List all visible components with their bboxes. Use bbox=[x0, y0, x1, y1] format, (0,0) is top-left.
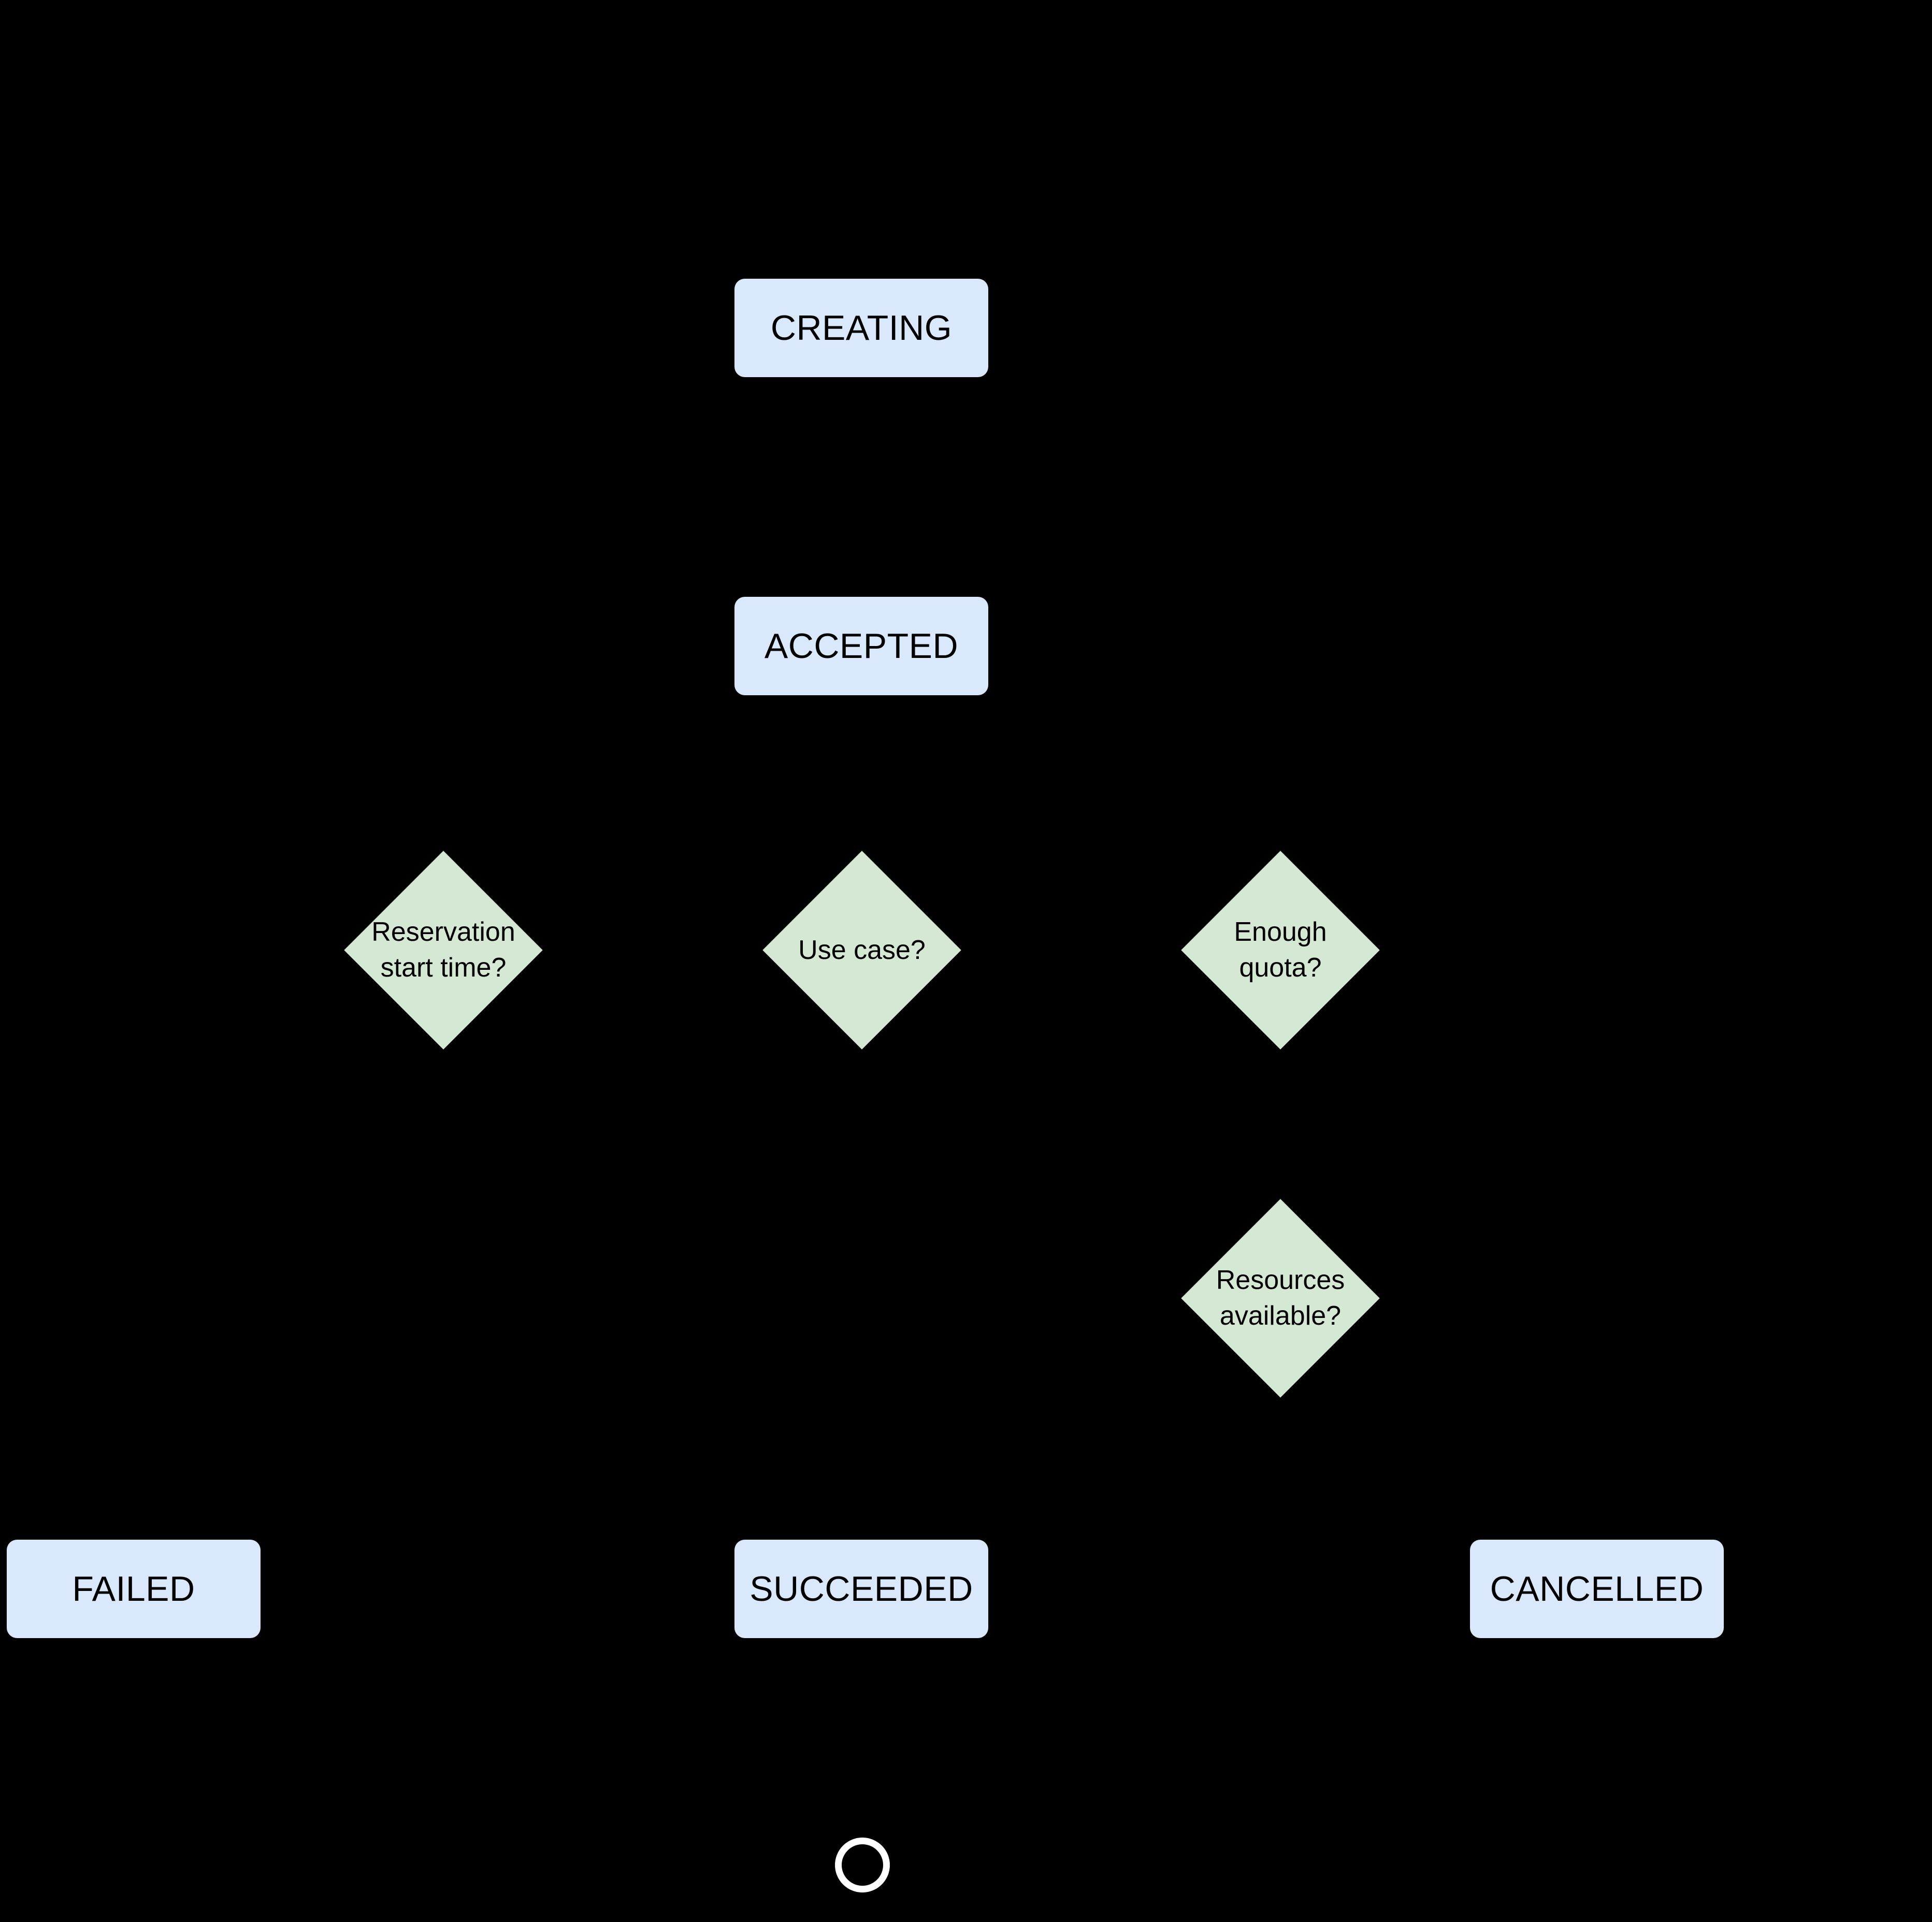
state-node-cancelled[interactable]: CANCELLED bbox=[1470, 1540, 1724, 1638]
state-label-creating: CREATING bbox=[770, 308, 953, 348]
state-node-succeeded[interactable]: SUCCEEDED bbox=[734, 1540, 988, 1638]
edge-resources-available-to-cancelled bbox=[1278, 1400, 1617, 1547]
edge-accepted-to-enough-quota bbox=[859, 695, 1301, 856]
decision-label-use-case: Use case? bbox=[798, 935, 926, 965]
decision-node-use-case[interactable]: Use case? bbox=[760, 849, 963, 1052]
state-node-accepted[interactable]: ACCEPTED bbox=[734, 597, 988, 695]
decision-node-reservation-start-time[interactable]: Reservation start time? bbox=[342, 849, 545, 1052]
terminal-node-end[interactable] bbox=[835, 1838, 890, 1892]
state-node-creating[interactable]: CREATING bbox=[734, 279, 988, 377]
edge-reservation-start-time-to-failed bbox=[113, 1052, 445, 1547]
decision-node-resources-available[interactable]: Resources available? bbox=[1179, 1197, 1382, 1400]
state-node-failed[interactable]: FAILED bbox=[7, 1540, 261, 1638]
decision-label-enough-quota: Enough quota? bbox=[1234, 917, 1327, 983]
diamond-shape bbox=[342, 849, 545, 1052]
decision-label-reservation-start-time: Reservation start time? bbox=[371, 917, 515, 983]
state-label-failed: FAILED bbox=[72, 1569, 195, 1609]
state-label-succeeded: SUCCEEDED bbox=[749, 1569, 973, 1609]
edge-accepted-to-reservation-start-time bbox=[423, 695, 863, 856]
diamond-shape bbox=[1179, 1197, 1382, 1400]
decision-label-resources-available: Resources available? bbox=[1216, 1265, 1345, 1331]
diamond-shape bbox=[760, 849, 963, 1052]
decision-node-enough-quota[interactable]: Enough quota? bbox=[1179, 849, 1382, 1052]
state-label-accepted: ACCEPTED bbox=[764, 626, 959, 666]
diamond-shape bbox=[1179, 849, 1382, 1052]
state-label-cancelled: CANCELLED bbox=[1490, 1569, 1704, 1609]
